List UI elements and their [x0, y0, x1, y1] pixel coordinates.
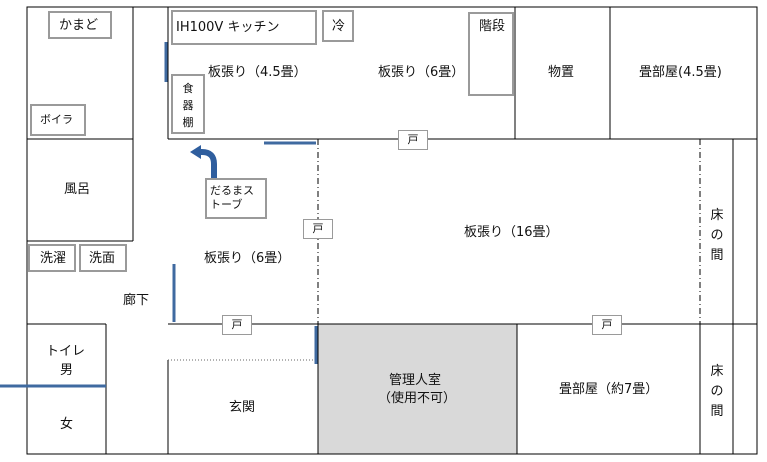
stove-arrow	[199, 149, 217, 198]
stairs-label: 階段	[479, 19, 506, 34]
stove-box: だるまストーブ	[205, 178, 267, 219]
tatami-45-label: 畳部屋(4.5畳)	[639, 65, 722, 80]
toilet-women-label: 女	[60, 417, 74, 432]
tatami-7-label: 畳部屋（約7畳）	[559, 382, 659, 397]
roka-label: 廊下	[123, 293, 150, 308]
tokonoma-lower-label: 床の間	[710, 364, 724, 419]
sliding-doors	[0, 42, 318, 388]
senmen-label: 洗面	[89, 251, 116, 266]
walls	[26, 6, 758, 455]
tokonoma-upper-label: 床の間	[710, 208, 724, 263]
itabari-6-top-label: 板張り（6畳）	[378, 65, 465, 80]
shokkidana-box: 食器棚	[171, 74, 205, 134]
kamado-label: かまど	[59, 18, 99, 33]
genkan-label: 玄関	[229, 400, 256, 415]
stove-label: だるまストーブ	[210, 184, 254, 211]
itabari-16-label: 板張り（16畳）	[464, 225, 559, 240]
door-bottom-right[interactable]: 戸	[592, 315, 622, 335]
door-middle[interactable]: 戸	[303, 219, 333, 239]
kitchen-label: IH100V キッチン	[176, 20, 280, 35]
refrigerator-label: 冷	[332, 19, 346, 34]
kamado-box: かまど	[48, 11, 112, 39]
refrigerator-box: 冷	[322, 10, 354, 42]
toilet-men-label: 男	[60, 363, 74, 378]
shokkidana-label: 食器棚	[182, 82, 194, 129]
office-room-fill	[318, 324, 517, 454]
boiler-label: ボイラ	[40, 113, 73, 126]
boiler-box: ボイラ	[30, 104, 86, 136]
senmen-box: 洗面	[79, 244, 127, 272]
stove-arrow-head	[190, 145, 201, 159]
office-title: 管理人室	[389, 373, 442, 388]
door-bottom-left[interactable]: 戸	[222, 315, 252, 335]
furo-label: 風呂	[64, 182, 91, 197]
office-subtitle: （使用不可）	[378, 391, 457, 406]
door-top[interactable]: 戸	[398, 130, 428, 150]
monooki-label: 物置	[548, 65, 575, 80]
stairs-box: 階段	[468, 12, 514, 96]
toilet-title: トイレ	[46, 344, 86, 359]
sentaku-box: 洗濯	[28, 244, 76, 272]
itabari-45-label: 板張り（4.5畳）	[208, 65, 307, 80]
itabari-6-left-label: 板張り（6畳）	[204, 251, 291, 266]
kitchen-box: IH100V キッチン	[171, 10, 317, 45]
sentaku-label: 洗濯	[40, 251, 67, 266]
